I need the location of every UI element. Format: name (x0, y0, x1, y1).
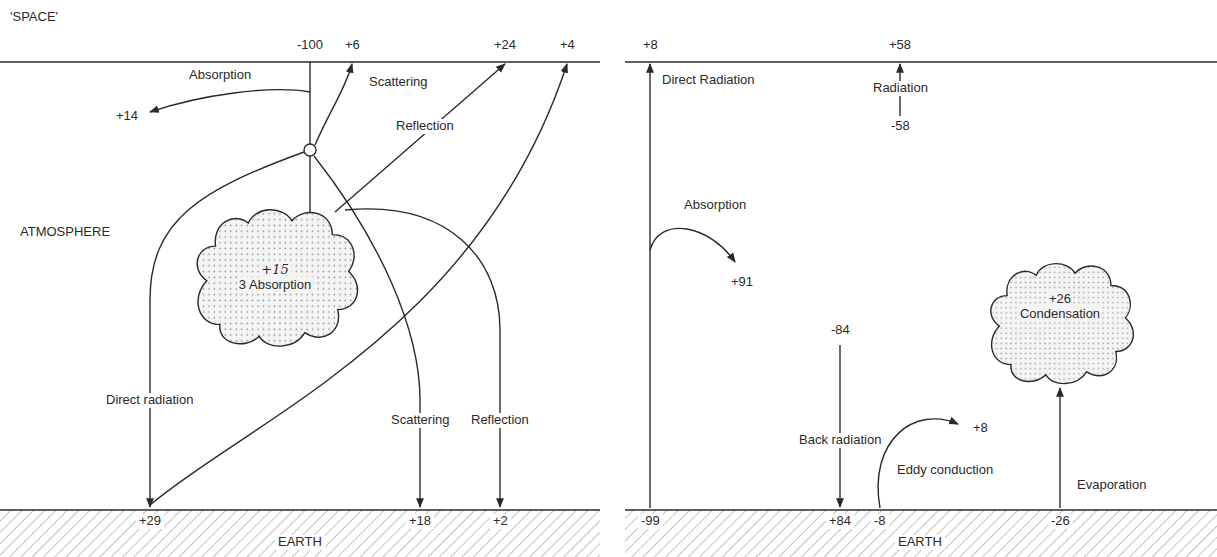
cloud-text: +26 (1047, 291, 1073, 306)
label: -8 (871, 514, 889, 529)
label: +84 (826, 514, 854, 529)
reflection-up-arrow (335, 64, 505, 212)
reflection-down-arrow (345, 209, 500, 507)
earth-ground (625, 510, 1217, 557)
label: Scattering (388, 413, 453, 428)
label: +29 (136, 514, 164, 529)
cloud-text: Condensation (1018, 306, 1102, 321)
label: +2 (490, 514, 511, 529)
space-boundary (625, 61, 1217, 62)
label: -58 (891, 119, 910, 134)
label: Absorption (684, 198, 746, 213)
earth-surface (0, 509, 600, 510)
label: +4 (560, 38, 575, 53)
label: +14 (116, 109, 138, 124)
label: -99 (638, 514, 663, 529)
label: Direct radiation (103, 393, 196, 408)
incoming-ray (309, 62, 310, 144)
label: Absorption (189, 68, 251, 83)
absorption-arrow (650, 228, 735, 262)
earth-ground (0, 510, 600, 557)
label: EARTH (895, 535, 945, 550)
label: -26 (1048, 514, 1073, 529)
earth-surface (625, 509, 1217, 510)
label: +91 (731, 275, 753, 290)
label: Back radiation (796, 433, 884, 448)
label: Reflection (393, 119, 457, 134)
label: Eddy conduction (894, 463, 996, 478)
label: Evaporation (1074, 478, 1149, 493)
label: Scattering (369, 75, 428, 90)
back-radiation-arrow (839, 345, 840, 507)
label: +6 (345, 38, 360, 53)
cloud-shape (980, 255, 1140, 387)
label: +18 (406, 514, 434, 529)
space-boundary (0, 61, 600, 62)
scatter-up-arrow (315, 64, 352, 145)
direct-radiation-up-arrow (649, 64, 650, 508)
label: +58 (889, 38, 911, 53)
label: +24 (494, 38, 516, 53)
label: Radiation (870, 81, 931, 96)
label: 'SPACE' (10, 10, 58, 25)
scatter-point (304, 144, 316, 156)
label: ATMOSPHERE (20, 225, 110, 240)
label: -84 (831, 323, 850, 338)
evaporation-arrow (1059, 388, 1060, 508)
label: +8 (973, 421, 988, 436)
cloud-text: 3 Absorption (237, 277, 313, 292)
label: Reflection (468, 413, 532, 428)
label: EARTH (275, 535, 325, 550)
cloud: +26Condensation (980, 255, 1140, 387)
absorption-arrow (150, 90, 310, 112)
cloud: +153 Absorption (185, 200, 365, 350)
label: +8 (643, 38, 658, 53)
cloud-text: +15 (259, 262, 290, 277)
label: Direct Radiation (662, 73, 755, 88)
surface-reflection-arrow (150, 64, 567, 505)
label: -100 (297, 38, 323, 53)
